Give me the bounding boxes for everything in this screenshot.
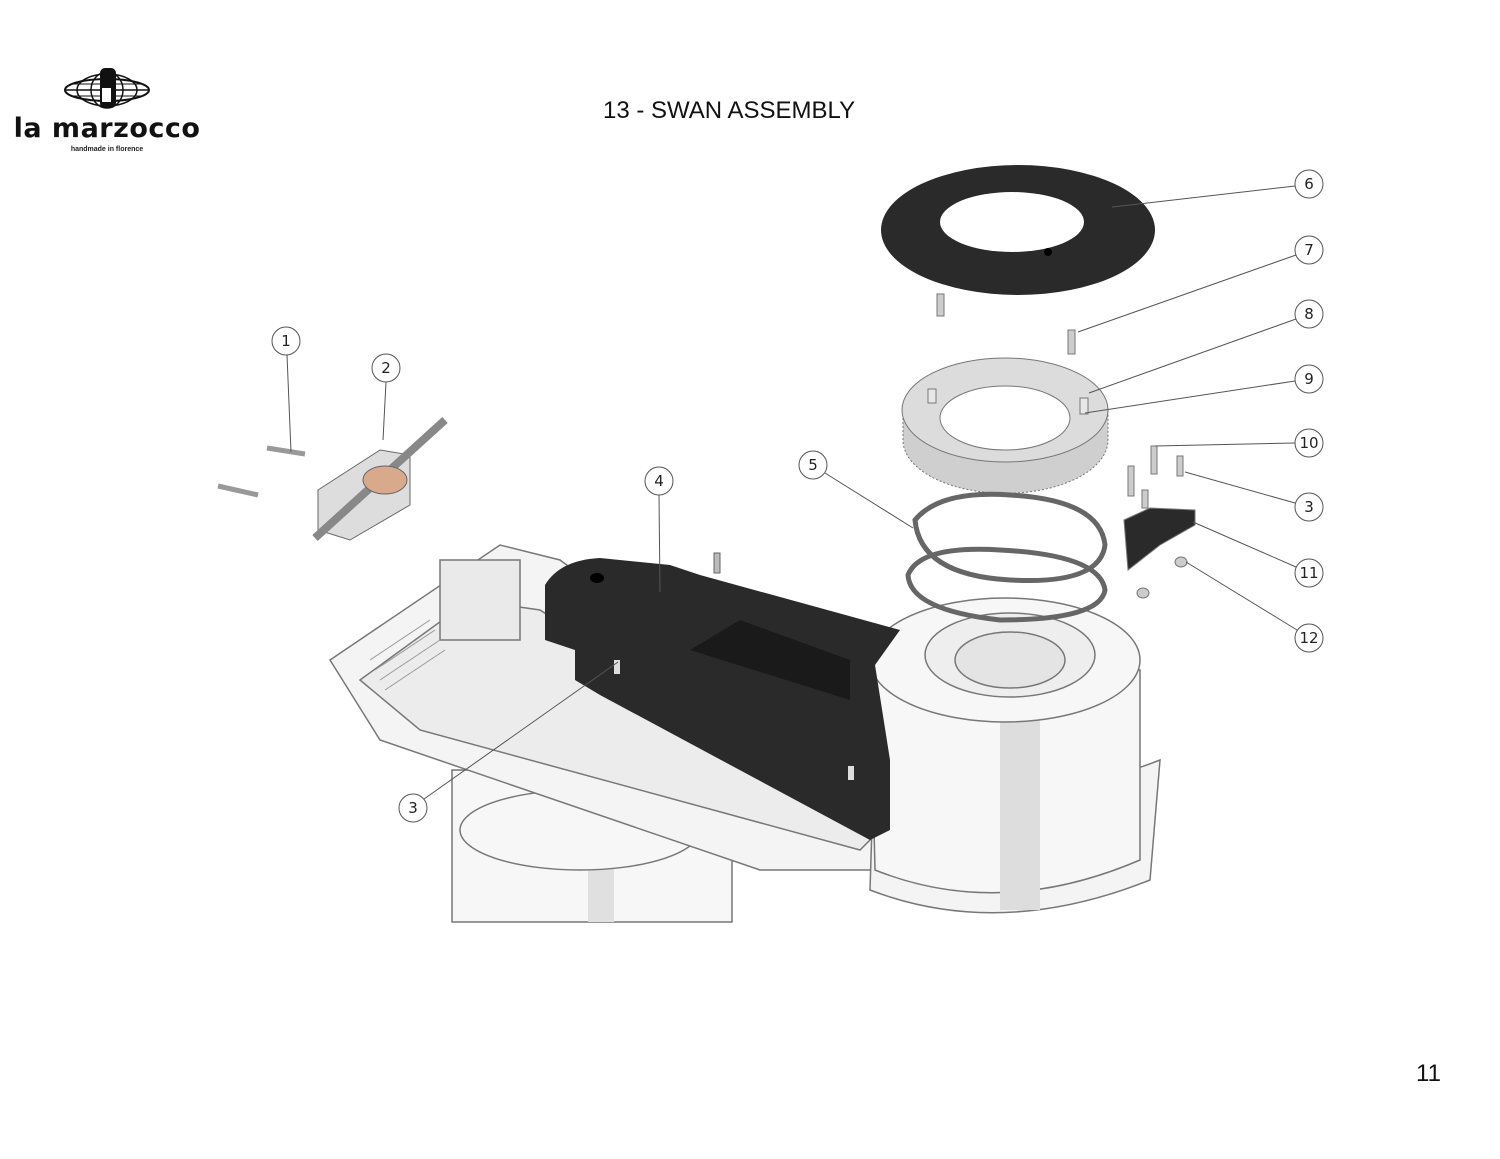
page-title: 13 - SWAN ASSEMBLY [603, 97, 856, 124]
callout-4: 4 [644, 466, 674, 593]
screw [713, 552, 721, 574]
globe-lion-emblem-icon [64, 68, 150, 109]
svg-text:4: 4 [654, 472, 664, 490]
callout-11: 11 [1192, 521, 1324, 588]
adjustment-spindle-part-2 [312, 417, 448, 541]
svg-text:5: 5 [808, 456, 818, 474]
svg-text:2: 2 [381, 359, 391, 377]
pin [217, 483, 259, 498]
callout-7: 7 [1077, 235, 1324, 333]
callout-9: 9 [1084, 364, 1324, 414]
callout-3-right: 3 [1184, 471, 1324, 522]
dial-ring-part-6 [881, 165, 1155, 295]
svg-text:3: 3 [408, 799, 418, 817]
screw [936, 293, 945, 317]
callout-10: 10 [1154, 428, 1324, 458]
small-parts [1123, 445, 1196, 599]
brand-tagline: handmade in florence [70, 146, 144, 153]
callout-2: 2 [371, 353, 401, 441]
svg-text:11: 11 [1299, 564, 1318, 582]
callout-1: 1 [271, 326, 301, 453]
svg-text:6: 6 [1304, 175, 1314, 193]
callout-5: 5 [798, 450, 914, 529]
svg-text:7: 7 [1304, 241, 1314, 259]
callout-12: 12 [1185, 561, 1324, 653]
svg-text:1: 1 [281, 332, 291, 350]
svg-text:3: 3 [1304, 498, 1314, 516]
svg-text:10: 10 [1299, 434, 1318, 452]
svg-text:12: 12 [1299, 629, 1318, 647]
pin-part-1 [266, 445, 306, 457]
page-number: 11 [1416, 1060, 1441, 1087]
svg-text:8: 8 [1304, 305, 1314, 323]
la-marzocco-logo: la marzocco handmade in florence [12, 66, 202, 153]
brand-name: la marzocco [13, 113, 201, 144]
screw-part-7 [1067, 329, 1076, 355]
swan-arm-part-4 [545, 558, 900, 840]
gear-ring-part-8 [901, 357, 1109, 494]
svg-text:9: 9 [1304, 370, 1314, 388]
callout-8: 8 [1088, 299, 1324, 394]
callout-6: 6 [1111, 169, 1324, 208]
gaskets-part-5 [905, 491, 1108, 623]
callout-3-left: 3 [398, 661, 619, 823]
